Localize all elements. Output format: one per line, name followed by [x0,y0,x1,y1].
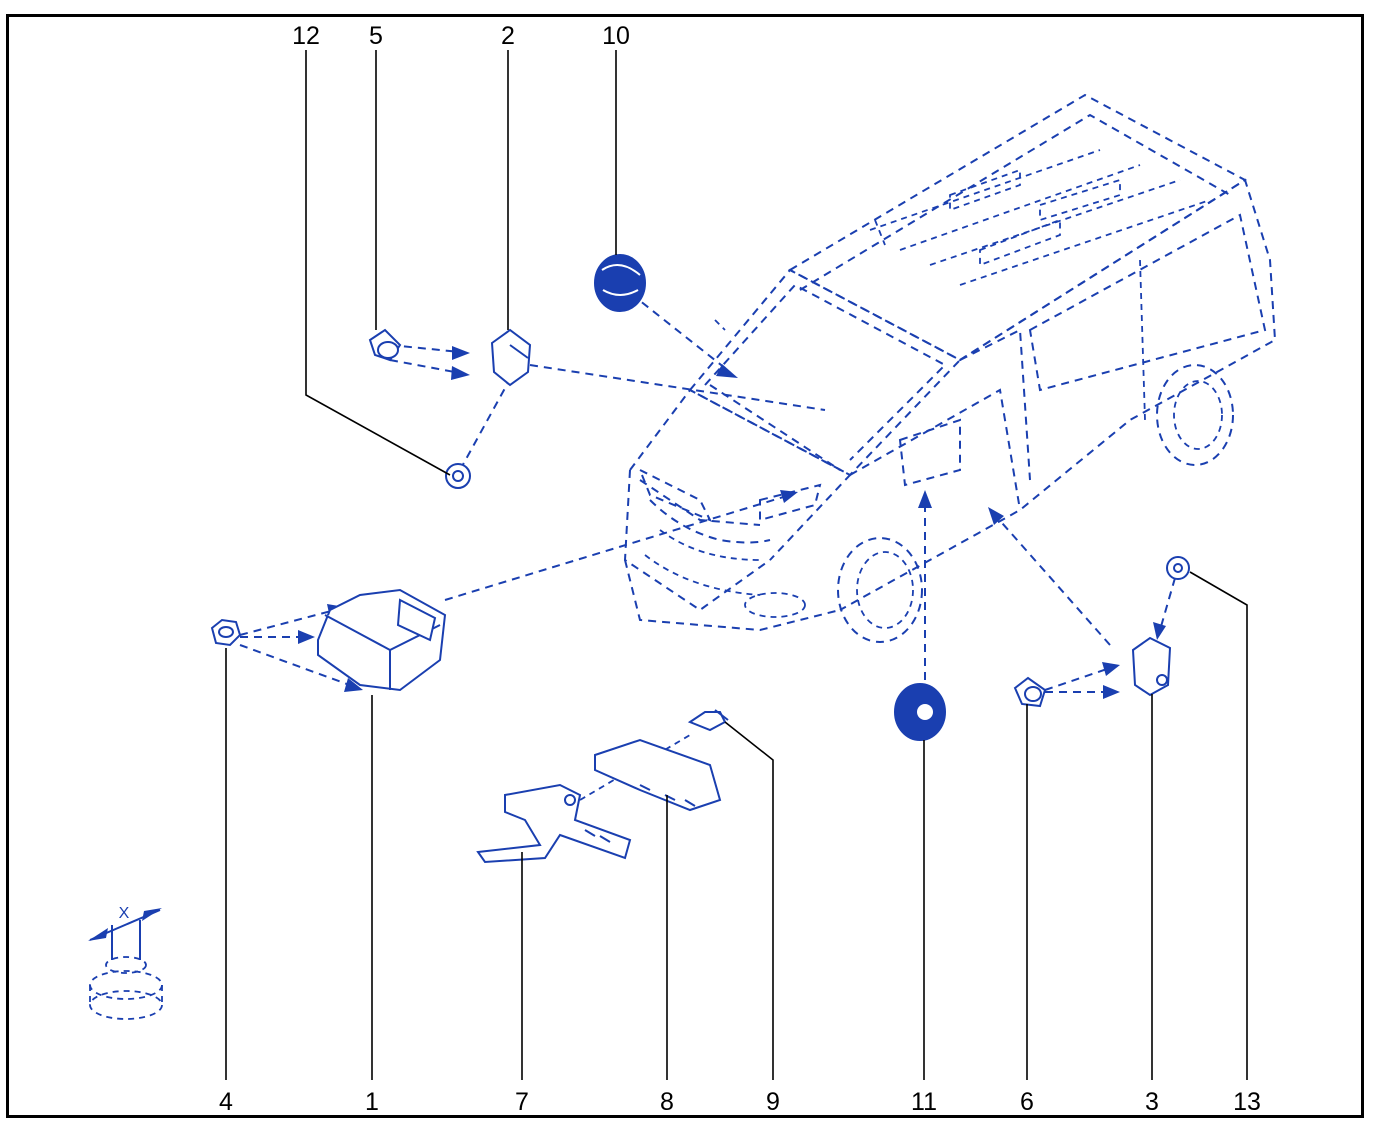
part-3-sensor [1131,636,1172,697]
callout-10: 10 [602,22,630,50]
dimension-label: X [119,905,130,922]
part-13-washer [1166,556,1190,580]
callout-1: 1 [365,1088,379,1116]
part-5-clip [368,328,402,362]
callout-5: 5 [369,22,383,50]
callout-4: 4 [219,1088,233,1116]
callouts-top: 12 5 2 10 [292,22,630,50]
part-8-bracket [594,738,722,812]
part-1-control-unit [317,588,447,692]
leader-lines [225,50,1248,1080]
part-6-clip [1013,676,1047,708]
inset-detail: X [88,905,163,1020]
callout-7: 7 [515,1088,529,1116]
callout-6: 6 [1020,1088,1034,1116]
callout-9: 9 [766,1088,780,1116]
part-4-nut [210,618,242,647]
part-7-bracket [476,783,632,864]
callout-3: 3 [1145,1088,1159,1116]
vehicle-outline [623,93,1277,643]
callout-13: 13 [1233,1088,1261,1116]
callout-2: 2 [501,22,515,50]
part-9-bolt [687,709,729,732]
part-11-clock-spring [894,683,946,741]
callout-11: 11 [911,1088,937,1116]
callouts-bottom: 4 1 7 8 9 11 6 3 13 [219,1088,1261,1116]
part-12-nut [445,463,471,489]
callout-12: 12 [292,22,320,50]
callout-8: 8 [660,1088,674,1116]
part-10-clock-spring [594,254,646,312]
diagram-frame [6,14,1364,1118]
part-2-sensor [490,328,532,387]
assembly-lines [239,284,1176,801]
